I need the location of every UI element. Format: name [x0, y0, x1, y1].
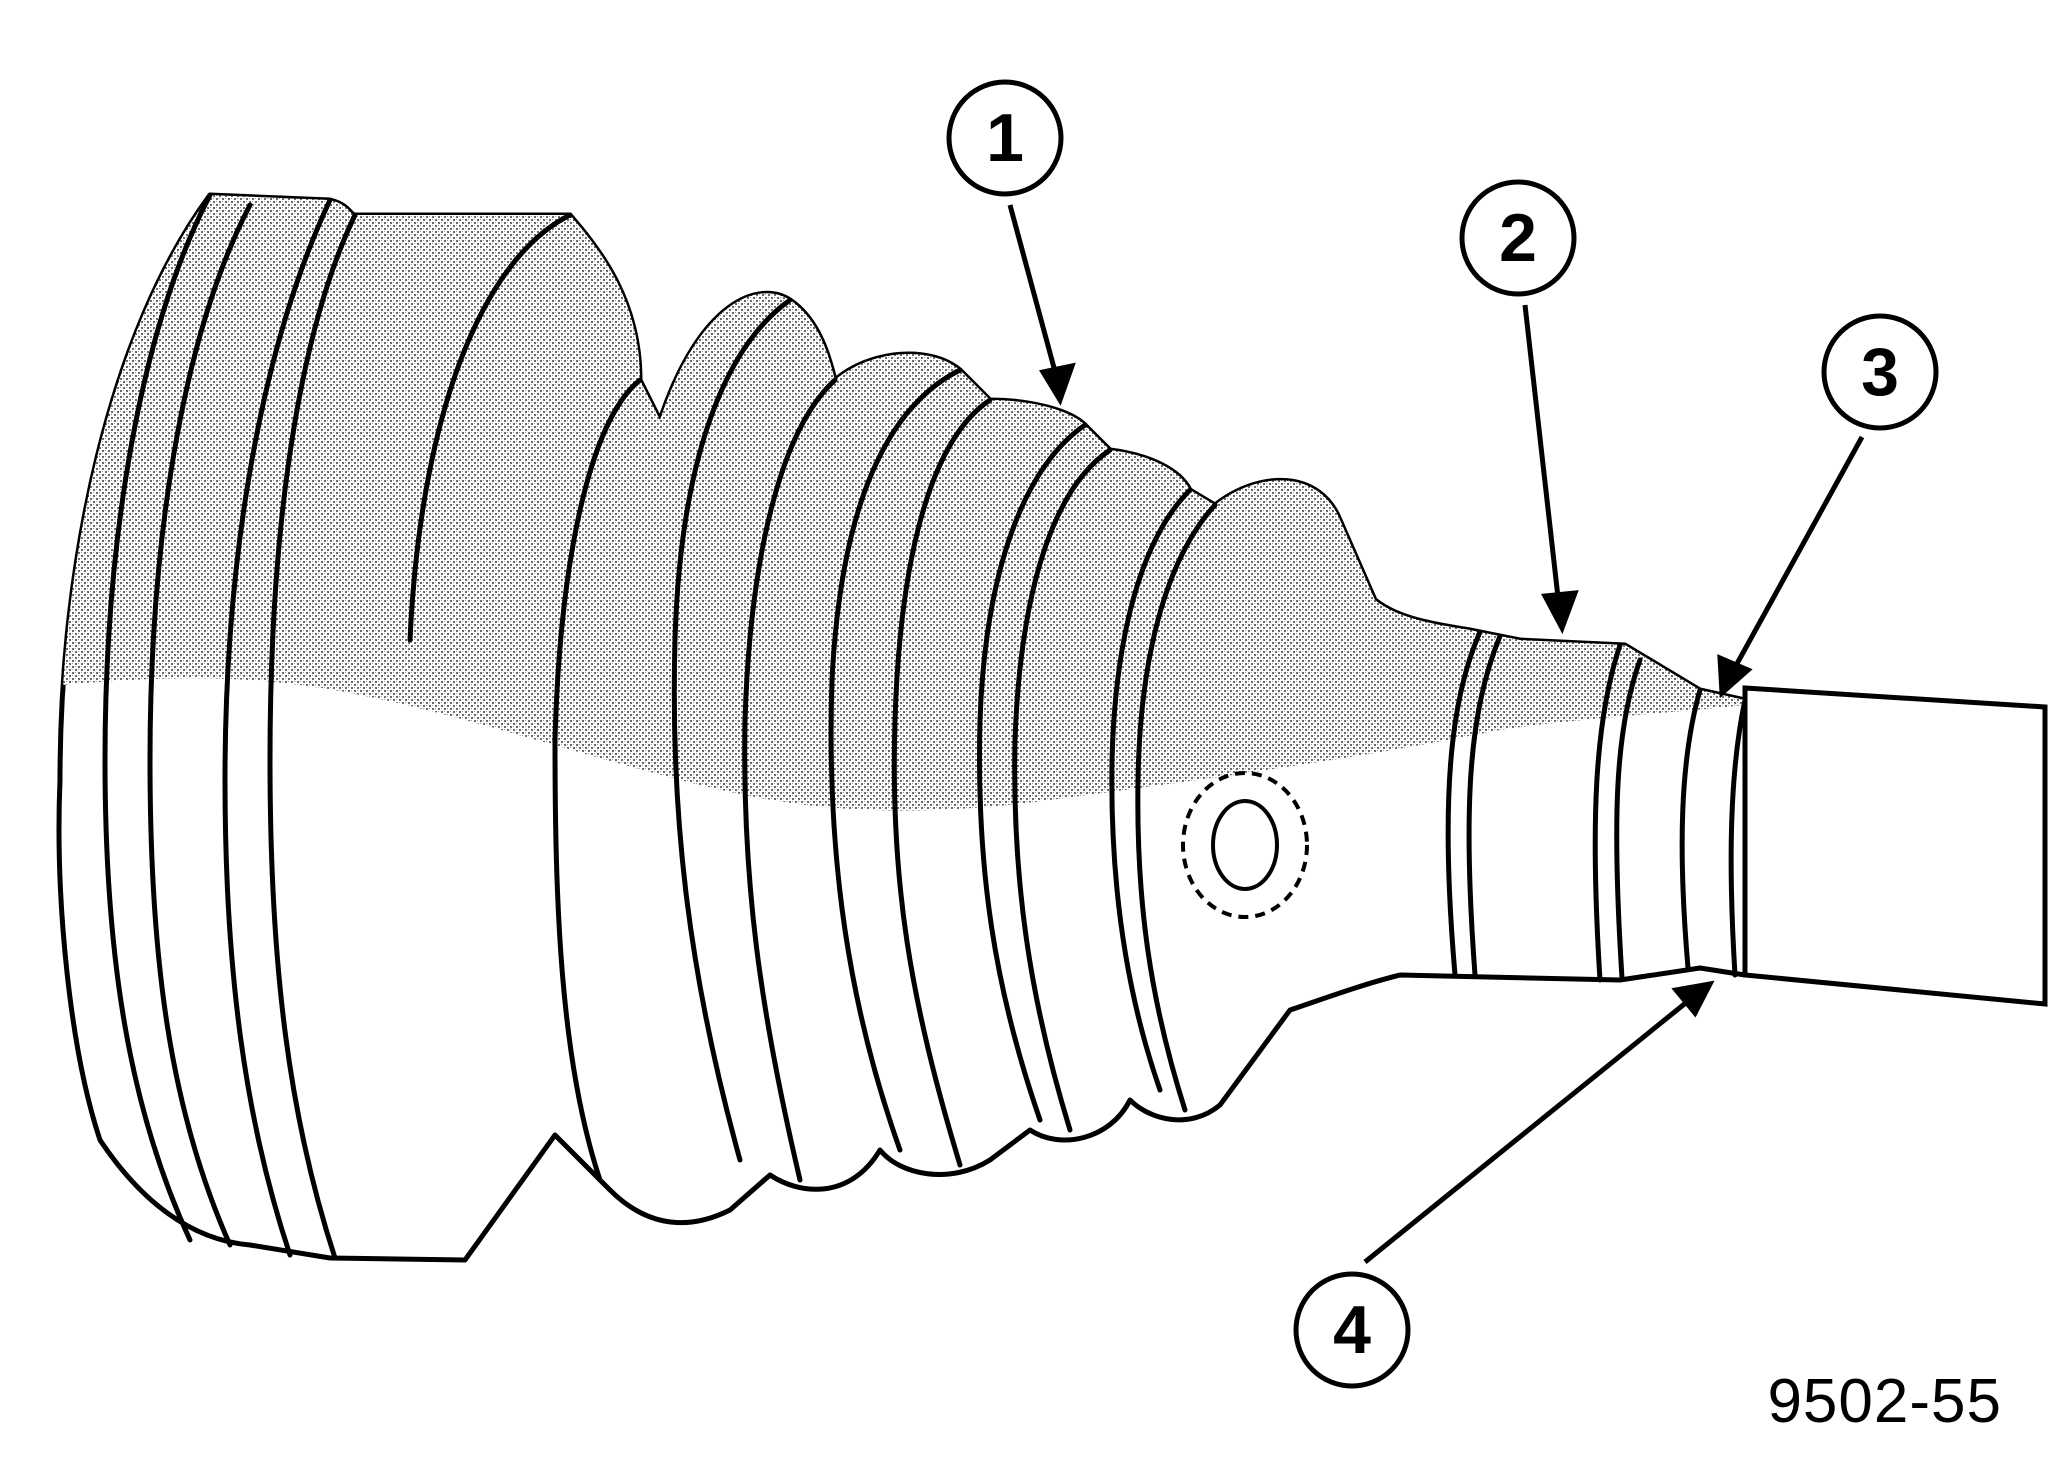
vent-hole-icon	[1181, 771, 1309, 919]
leader-1	[1007, 204, 1063, 391]
callout-4: 4	[1293, 1271, 1411, 1389]
svg-text:4: 4	[1333, 1292, 1371, 1368]
arrowhead-3	[1717, 654, 1753, 699]
svg-text:1: 1	[986, 100, 1024, 176]
callout-leaders	[1007, 204, 1865, 1264]
arrowhead-4	[1671, 980, 1715, 1018]
axle-shaft	[1742, 685, 2048, 1007]
figure-number: 9502-55	[1767, 1367, 2002, 1436]
callout-2: 2	[1459, 179, 1577, 297]
callout-1: 1	[946, 79, 1064, 197]
leader-3	[1725, 435, 1865, 682]
arrowhead-2	[1541, 590, 1579, 635]
boot-shading	[59, 195, 1745, 811]
svg-text:3: 3	[1861, 334, 1899, 410]
arrowhead-1	[1039, 362, 1076, 406]
leader-4	[1363, 991, 1700, 1264]
leader-2	[1522, 304, 1563, 616]
boot-convolutions	[102, 192, 1748, 1261]
svg-text:2: 2	[1499, 200, 1537, 276]
callout-3: 3	[1821, 313, 1939, 431]
